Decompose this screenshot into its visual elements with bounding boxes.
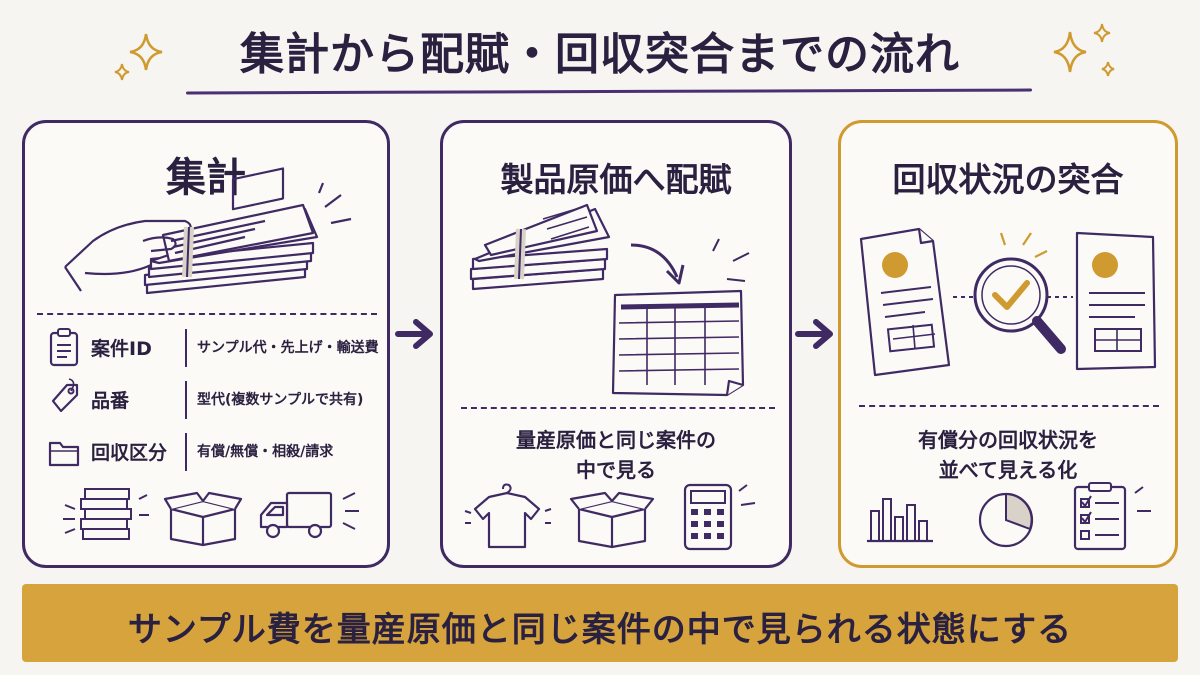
document-compare-icon bbox=[859, 227, 1157, 377]
row-value: サンプル代・先上げ・輸送費 bbox=[197, 340, 379, 356]
reconciliation-description-line1: 有償分の回収状況を bbox=[918, 428, 1098, 452]
summary-banner: サンプル費を量産原価と同じ案件の中で見られる状態にする bbox=[22, 584, 1178, 662]
documents-to-spreadsheet-icon bbox=[469, 203, 750, 397]
row-separator bbox=[185, 329, 187, 367]
row-value: 型代(複数サンプルで共有) bbox=[197, 392, 364, 408]
section-divider bbox=[37, 313, 377, 315]
folder-icon bbox=[48, 441, 80, 467]
row-separator bbox=[185, 381, 187, 419]
hand-with-documents-icon bbox=[64, 167, 352, 295]
page-title: 集計から配賦・回収突合までの流れ bbox=[240, 29, 960, 80]
allocation-panel: 製品原価へ配賦 量産原価と同じ案件の 中で見る bbox=[440, 120, 792, 568]
panel-title-reconciliation: 回収状況の突合 bbox=[892, 160, 1124, 199]
sparkle-icon bbox=[114, 33, 163, 81]
box-icon bbox=[163, 491, 243, 547]
allocation-description-line2: 中で見る bbox=[576, 458, 656, 482]
bar-chart-icon bbox=[867, 498, 933, 543]
row-label: 回収区分 bbox=[91, 442, 168, 464]
panel-title-allocation: 製品原価へ配賦 bbox=[500, 160, 732, 199]
row-value: 有償/無償・相殺/請求 bbox=[197, 444, 334, 460]
title-underline bbox=[185, 88, 1033, 95]
arrow-right-icon bbox=[795, 319, 833, 349]
allocation-description-line1: 量産原価と同じ案件の bbox=[516, 428, 716, 452]
truck-icon bbox=[259, 491, 359, 539]
pie-chart-icon bbox=[978, 492, 1034, 548]
checklist-icon bbox=[1073, 482, 1151, 551]
aggregation-panel: 集計 案件ID bbox=[22, 120, 390, 568]
section-divider bbox=[859, 405, 1159, 407]
summary-banner-text: サンプル費を量産原価と同じ案件の中で見られる状態にする bbox=[127, 610, 1073, 650]
row-label: 品番 bbox=[91, 390, 130, 412]
row-separator bbox=[185, 433, 187, 471]
calculator-icon bbox=[683, 483, 756, 551]
section-divider bbox=[461, 407, 775, 409]
list-item: 品番 型代(複数サンプルで共有) bbox=[37, 377, 377, 423]
row-label: 案件ID bbox=[91, 338, 152, 360]
clipboard-icon bbox=[49, 328, 79, 367]
shirt-icon bbox=[464, 483, 552, 549]
sparkle-icon bbox=[1053, 23, 1115, 77]
books-icon bbox=[63, 488, 149, 540]
box-icon bbox=[569, 491, 655, 549]
arrow-right-icon bbox=[395, 319, 433, 349]
list-item: 回収区分 有償/無償・相殺/請求 bbox=[37, 429, 377, 475]
list-item: 案件ID サンプル代・先上げ・輸送費 bbox=[37, 325, 379, 371]
reconciliation-panel: 回収状況の突合 有償分の回収状況を 並べて見える化 bbox=[838, 120, 1178, 568]
tag-icon bbox=[51, 378, 79, 413]
reconciliation-description-line2: 並べて見える化 bbox=[938, 458, 1078, 482]
